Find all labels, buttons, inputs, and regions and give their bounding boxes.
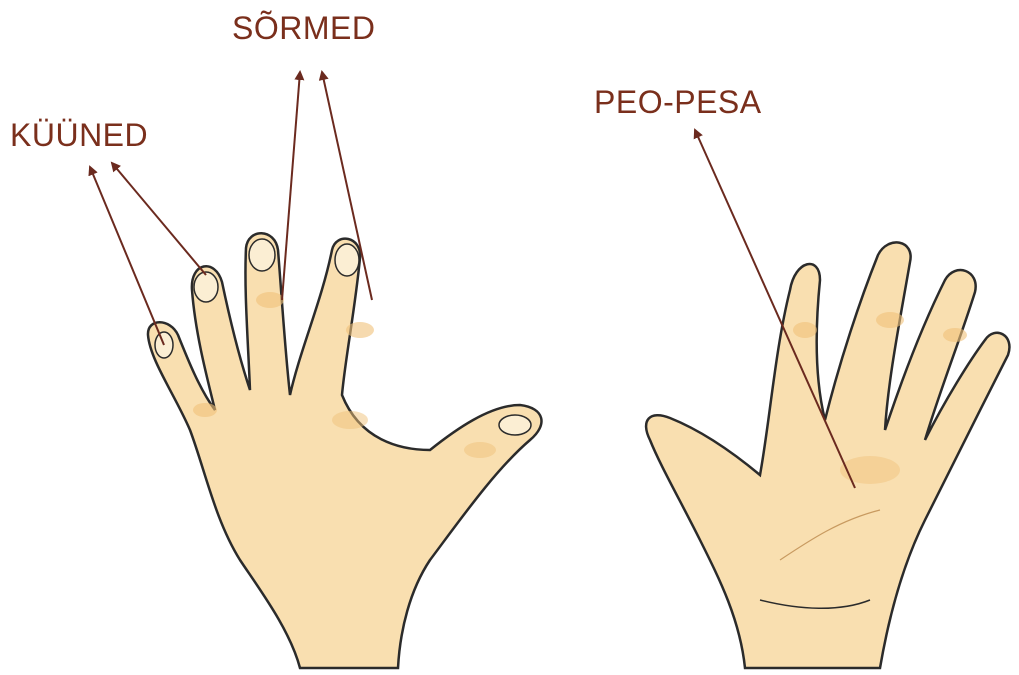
label-nails: KÜÜNED: [10, 117, 148, 154]
nail-thumb: [499, 415, 531, 435]
left-hand-back: [148, 233, 542, 668]
nail-index: [335, 244, 359, 276]
arrow-nails-1: [90, 167, 164, 345]
nail-ring: [194, 272, 218, 302]
nail-middle: [249, 239, 275, 271]
label-palm: PEO-PESA: [594, 84, 762, 121]
arrow-fingers-1: [282, 72, 300, 300]
arrow-nails-2: [112, 163, 206, 275]
right-hand-palm: [646, 242, 1009, 668]
label-fingers: SÕRMED: [232, 10, 375, 47]
